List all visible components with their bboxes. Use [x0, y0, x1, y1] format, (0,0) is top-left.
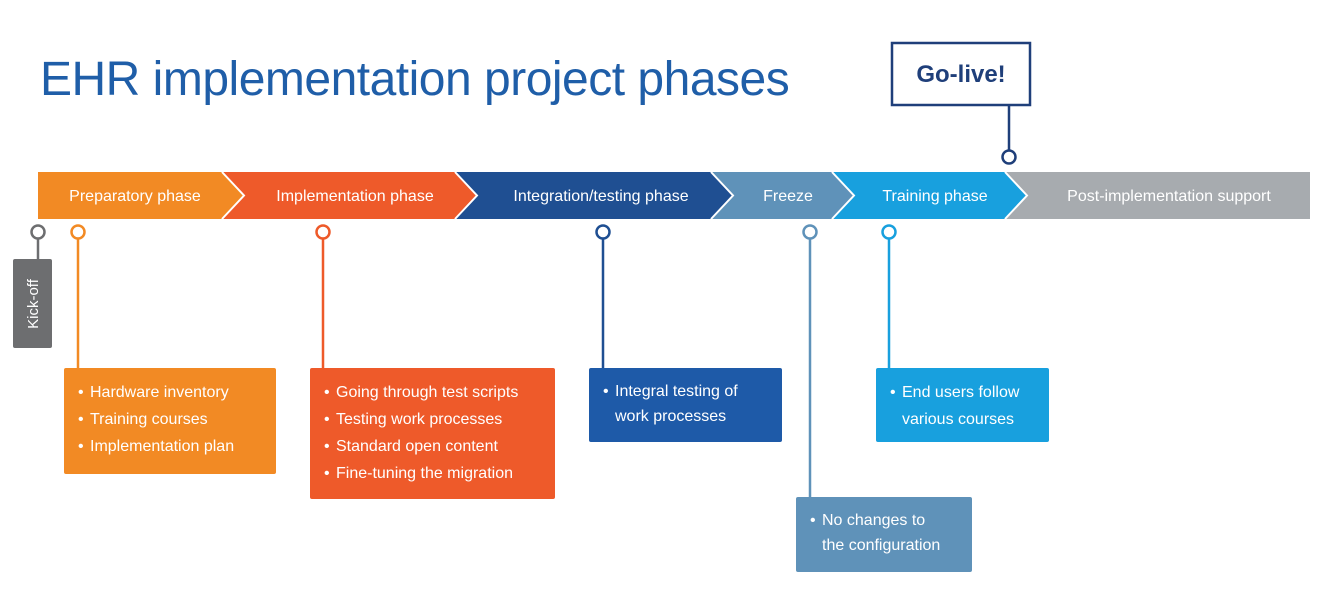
phase-label-post-implementation: Post-implementation support [1067, 188, 1271, 205]
milestone-circle-preparatory [70, 224, 86, 240]
phase-label-implementation: Implementation phase [276, 188, 434, 205]
box-implementation: •Going through test scripts •Testing wor… [310, 368, 555, 499]
list-item: •Testing work processes [324, 411, 503, 428]
list-item: •Hardware inventory [78, 384, 229, 401]
phase-segment-post-implementation [1005, 172, 1310, 219]
phase-label-integration: Integration/testing phase [513, 188, 688, 205]
phase-segment-preparatory [38, 172, 244, 219]
milestone-circle-training [881, 224, 897, 240]
list-item: •Standard open content [324, 438, 498, 455]
phase-label-preparatory: Preparatory phase [69, 188, 201, 205]
milestone-circle-kickoff [30, 224, 46, 240]
phase-segment-training [832, 172, 1027, 219]
phase-segment-freeze [711, 172, 854, 219]
list-item: •Training courses [78, 411, 208, 428]
kickoff-label: Kick-off [25, 278, 42, 329]
kickoff-tag [13, 259, 52, 348]
phase-segment-implementation [222, 172, 477, 219]
phase-label-training: Training phase [882, 188, 987, 205]
list-item: •Going through test scripts [324, 384, 519, 401]
list-item: •Fine-tuning the migration [324, 465, 513, 482]
milestone-circle-freeze [802, 224, 818, 240]
page-title: EHR implementation project phases [40, 53, 790, 106]
phase-segment-integration [455, 172, 733, 219]
milestone-circle-implementation [315, 224, 331, 240]
milestone-circle-golive [1001, 149, 1017, 165]
milestone-circle-integration [595, 224, 611, 240]
box-preparatory: •Hardware inventory •Training courses •I… [64, 368, 276, 474]
phase-label-freeze: Freeze [763, 188, 813, 205]
list-item: •Implementation plan [78, 438, 235, 455]
golive-box [890, 41, 1032, 107]
golive-label: Go-live! [916, 61, 1005, 88]
